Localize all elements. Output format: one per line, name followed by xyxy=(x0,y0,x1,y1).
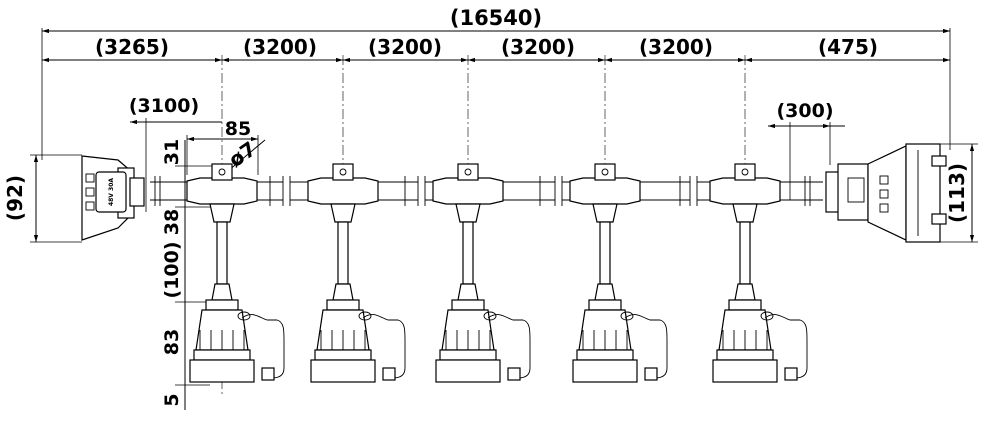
retaining-strap xyxy=(624,314,668,379)
strap-loop xyxy=(237,311,251,321)
strain-relief xyxy=(211,283,233,301)
strap-clip xyxy=(382,367,396,381)
total-length-dimension: (16540) xyxy=(42,6,950,34)
mounting-hole xyxy=(339,168,347,176)
tap-assembly-3 xyxy=(432,163,531,383)
socket-base xyxy=(314,349,372,361)
right-socket-connector xyxy=(825,143,947,243)
dimension-113: (113) xyxy=(910,143,978,243)
vertical-dimensions: 31 38 (100) 83 5 xyxy=(161,139,212,410)
tap-group xyxy=(186,163,808,383)
mounting-tab xyxy=(734,163,756,181)
dimension-5-label: 5 xyxy=(161,393,183,406)
strain-relief xyxy=(332,283,354,301)
dimension-38-label: 38 xyxy=(161,209,183,235)
mounting-hole xyxy=(601,168,609,176)
socket-collar xyxy=(728,299,762,311)
segment-label-2: (3200) xyxy=(243,35,317,59)
strain-relief xyxy=(734,283,756,301)
drop-boot xyxy=(330,203,356,223)
socket-base xyxy=(576,349,634,361)
mounting-hole xyxy=(464,168,472,176)
mounting-hole xyxy=(218,168,226,176)
drop-cable xyxy=(599,221,611,285)
segment-label-4: (3200) xyxy=(501,35,575,59)
socket-collar xyxy=(205,299,239,311)
segment-label-6: (475) xyxy=(818,35,878,59)
mounting-tab xyxy=(211,163,233,181)
left-plug-rating: 48V 30A xyxy=(108,178,115,206)
socket-cap xyxy=(712,359,778,383)
strain-relief xyxy=(594,283,616,301)
tee-body xyxy=(569,177,641,205)
segment-dimension-row: (3265) (3200) (3200) (3200) (3200) (475) xyxy=(42,35,950,63)
drop-boot xyxy=(209,203,235,223)
tap-assembly-2 xyxy=(307,163,406,383)
socket-collar xyxy=(451,299,485,311)
drop-boot xyxy=(592,203,618,223)
dimension-92-label: (92) xyxy=(3,175,27,221)
drop-cable xyxy=(337,221,349,285)
socket-cap xyxy=(435,359,501,383)
dimension-3100-label: (3100) xyxy=(129,95,199,117)
extension-lines xyxy=(41,28,951,395)
tee-body xyxy=(432,177,504,205)
socket-cap xyxy=(572,359,638,383)
mounting-tab xyxy=(594,163,616,181)
drop-cable xyxy=(739,221,751,285)
total-length-label: (16540) xyxy=(450,6,542,30)
tap-assembly-1 xyxy=(186,163,285,383)
tee-body xyxy=(307,177,379,205)
mounting-tab xyxy=(332,163,354,181)
drop-boot xyxy=(732,203,758,223)
dimension-3100: (3100) xyxy=(129,95,222,212)
drop-cable xyxy=(462,221,474,285)
retaining-strap xyxy=(487,314,531,379)
dimension-31-label: 31 xyxy=(161,139,183,165)
socket-base xyxy=(439,349,497,361)
dimension-83-label: 83 xyxy=(161,329,183,355)
segment-label-5: (3200) xyxy=(639,35,713,59)
socket-base xyxy=(193,349,251,361)
mounting-hole xyxy=(741,168,749,176)
strap-clip xyxy=(784,367,798,381)
tap-assembly-5 xyxy=(709,163,808,383)
dimension-92: (92) xyxy=(3,154,82,243)
segment-label-1: (3265) xyxy=(95,35,169,59)
tee-body xyxy=(186,177,258,205)
dimension-100-label: (100) xyxy=(161,241,183,298)
socket-collar xyxy=(326,299,360,311)
retaining-strap xyxy=(764,314,808,379)
drop-cable xyxy=(216,221,228,285)
strap-loop xyxy=(620,311,634,321)
strap-loop xyxy=(358,311,372,321)
dimension-300-label: (300) xyxy=(776,100,833,122)
retaining-strap xyxy=(362,314,406,379)
socket-base xyxy=(716,349,774,361)
strap-clip xyxy=(644,367,658,381)
dimension-113-label: (113) xyxy=(945,163,969,223)
tee-body xyxy=(709,177,781,205)
strap-clip xyxy=(261,367,275,381)
socket-cap xyxy=(189,359,255,383)
dimension-85: 85 xyxy=(186,118,259,175)
tap-assembly-4 xyxy=(569,163,668,383)
strap-clip xyxy=(507,367,521,381)
segment-label-3: (3200) xyxy=(368,35,442,59)
strap-loop xyxy=(760,311,774,321)
drop-boot xyxy=(455,203,481,223)
mounting-tab xyxy=(457,163,479,181)
strain-relief xyxy=(457,283,479,301)
strap-loop xyxy=(483,311,497,321)
dimension-300: (300) xyxy=(768,100,845,200)
socket-collar xyxy=(588,299,622,311)
dimension-85-label: 85 xyxy=(225,118,251,140)
socket-cap xyxy=(310,359,376,383)
left-plug-connector: 48V 30A xyxy=(81,155,145,241)
retaining-strap xyxy=(241,314,285,379)
